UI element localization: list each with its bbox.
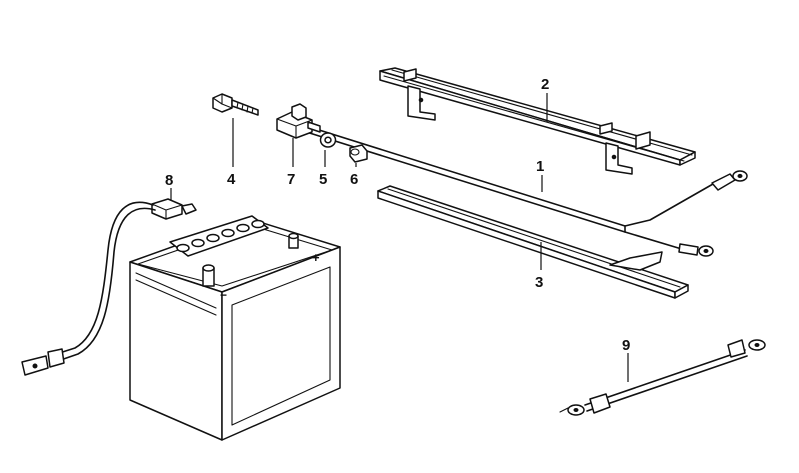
callout-5: 5 bbox=[319, 171, 327, 188]
battery-terminal-post bbox=[202, 232, 299, 287]
part-5-washer[interactable] bbox=[319, 132, 337, 148]
callout-1: 1 bbox=[536, 158, 544, 175]
callout-7: 7 bbox=[287, 171, 295, 188]
callout-4: 4 bbox=[227, 171, 236, 188]
callout-2: 2 bbox=[541, 76, 549, 93]
part-3-cover-tray[interactable] bbox=[377, 185, 689, 299]
part-9-ground-strap[interactable] bbox=[559, 339, 766, 416]
part-8-battery-cable[interactable] bbox=[21, 198, 197, 376]
callout-8: 8 bbox=[165, 172, 173, 189]
battery-minus-mark: − bbox=[220, 288, 227, 302]
callout-9: 9 bbox=[622, 337, 630, 354]
callout-3: 3 bbox=[535, 274, 543, 291]
battery-plus-mark: + bbox=[312, 250, 320, 265]
part-2-bracket-rail[interactable] bbox=[379, 67, 696, 175]
part-4-bolt[interactable] bbox=[212, 93, 259, 116]
part-7-terminal-clamp[interactable] bbox=[276, 103, 321, 139]
callout-6: 6 bbox=[350, 171, 358, 188]
battery[interactable]: + − bbox=[129, 215, 341, 441]
battery-vent-caps bbox=[169, 215, 269, 257]
leader-lines bbox=[170, 93, 629, 382]
part-1-cable-harness[interactable] bbox=[299, 123, 748, 257]
part-6-nut[interactable] bbox=[349, 144, 368, 163]
